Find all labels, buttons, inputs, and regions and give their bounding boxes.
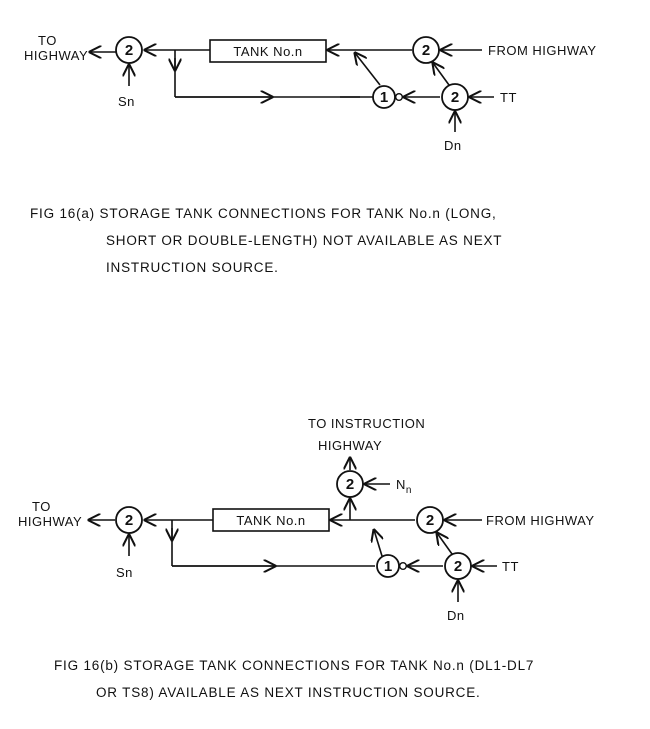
instruction-gate-num: 2 (346, 476, 354, 493)
gate-one-num-a: 1 (380, 89, 388, 106)
output-gate-num-a: 2 (125, 42, 133, 59)
inhibit-bubble-b (399, 562, 408, 571)
to-highway-label-b1: TO (32, 499, 51, 514)
to-instruction-label-1: TO INSTRUCTION (308, 416, 425, 431)
tt-gate-num-b: 2 (454, 558, 462, 575)
nn-label-sub: n (406, 485, 412, 496)
dn-label-a: Dn (444, 138, 462, 153)
caption-a-line1: FIG 16(a) STORAGE TANK CONNECTIONS FOR T… (30, 206, 497, 221)
tank-label-a: TANK No.n (233, 44, 302, 59)
tt-gate-b (444, 552, 472, 580)
output-gate-num-b: 2 (125, 512, 133, 529)
tank-box-b (212, 508, 330, 532)
to-highway-label-a1: TO (38, 33, 57, 48)
nn-label: Nn (396, 477, 412, 496)
figure-16b: TO INSTRUCTION HIGHWAY 2 Nn TO HIGHWAY 2… (18, 416, 595, 623)
caption-b-line2: OR TS8) AVAILABLE AS NEXT INSTRUCTION SO… (96, 685, 481, 700)
inhibit-bubble-a (395, 92, 404, 101)
from-highway-label-a: FROM HIGHWAY (488, 43, 597, 58)
to-highway-label-a2: HIGHWAY (24, 48, 88, 63)
input-gate-a (412, 36, 440, 64)
tank-box-a (209, 39, 327, 63)
input-gate-num-b: 2 (426, 512, 434, 529)
to-instruction-label-2: HIGHWAY (318, 438, 382, 453)
sn-label-b: Sn (116, 565, 133, 580)
caption-b-line1: FIG 16(b) STORAGE TANK CONNECTIONS FOR T… (54, 658, 534, 673)
figure-16a: TO HIGHWAY 2 Sn TANK No.n 2 FROM HIGHWAY… (24, 33, 597, 153)
tt-label-b: TT (502, 559, 519, 574)
nn-label-main: N (396, 477, 406, 492)
sn-label-a: Sn (118, 94, 135, 109)
tt-gate-num-a: 2 (451, 89, 459, 106)
input-gate-num-a: 2 (422, 42, 430, 59)
tank-label-b: TANK No.n (236, 513, 305, 528)
output-gate-b (115, 506, 143, 534)
output-gate-a (115, 36, 143, 64)
gate1-feed-b (374, 530, 382, 557)
tt-gate-to-input-gate-a (433, 63, 450, 86)
instruction-gate (336, 470, 364, 498)
from-highway-label-b: FROM HIGHWAY (486, 513, 595, 528)
to-highway-label-b2: HIGHWAY (18, 514, 82, 529)
caption-a-line2: SHORT OR DOUBLE-LENGTH) NOT AVAILABLE AS… (106, 233, 502, 248)
gate-one-a (372, 85, 396, 109)
tt-gate-a (441, 83, 469, 111)
gate-one-b (376, 554, 400, 578)
dn-label-b: Dn (447, 608, 465, 623)
gate-one-num-b: 1 (384, 558, 392, 575)
tt-gate-to-input-gate-b (437, 533, 453, 555)
tt-label-a: TT (500, 90, 517, 105)
caption-a-line3: INSTRUCTION SOURCE. (106, 260, 279, 275)
gate1-feed-a (355, 53, 381, 86)
input-gate-b (416, 506, 444, 534)
